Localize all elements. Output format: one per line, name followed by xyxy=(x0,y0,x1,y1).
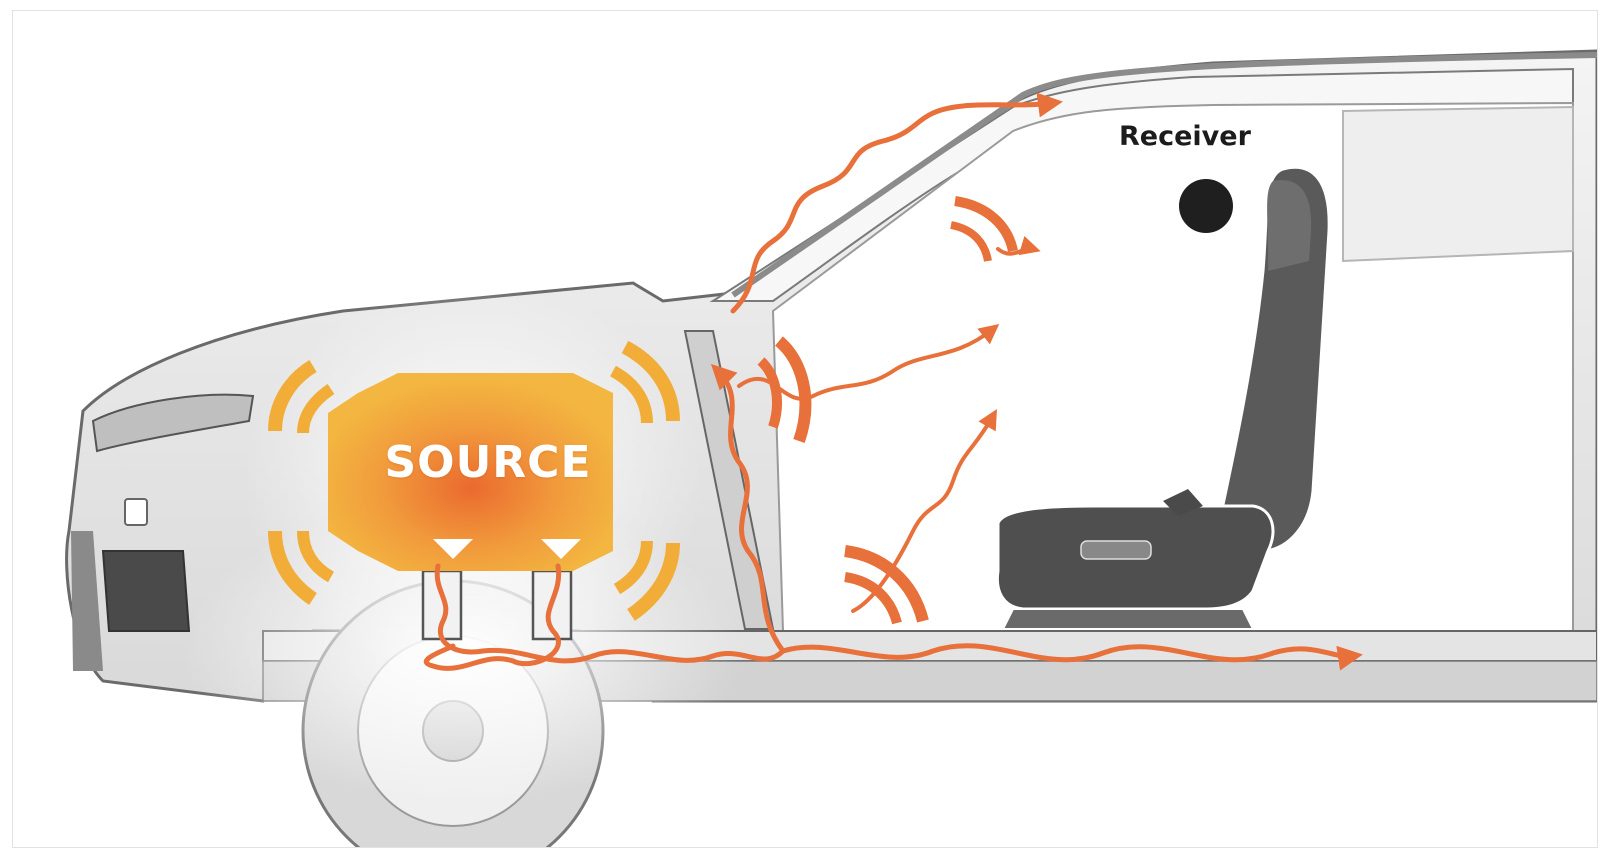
roof-path-arrow-icon xyxy=(730,92,1063,314)
car-seat-icon xyxy=(995,165,1331,630)
airborne-paths xyxy=(737,235,1041,613)
arrow-icon xyxy=(737,324,1000,401)
sound-wave-icon xyxy=(609,340,680,424)
sound-wave-icon xyxy=(268,359,335,434)
source-sound-waves xyxy=(268,340,680,621)
car-cutaway-illustration xyxy=(65,49,1597,847)
arrow-icon xyxy=(996,235,1041,256)
arrow-icon xyxy=(851,409,997,613)
pillar-path-arrow-icon xyxy=(710,363,786,654)
receiver-dot-icon xyxy=(1179,179,1233,233)
source-label: SOURCE xyxy=(384,437,592,488)
source-block xyxy=(328,373,613,571)
structural-paths xyxy=(423,92,1363,671)
noise-path-diagram: SOURCE Receiver xyxy=(12,10,1598,848)
sound-wave-icon xyxy=(613,540,680,621)
sound-wave-icon xyxy=(268,530,335,605)
mount-arrow-left-icon xyxy=(433,539,473,559)
sound-wave-icon xyxy=(757,336,812,443)
emblem-plate xyxy=(124,498,148,526)
mount-arrow-right-icon xyxy=(541,539,581,559)
sound-wave-icon xyxy=(950,196,1018,262)
cabin-sound-waves xyxy=(757,196,1018,625)
receiver-label: Receiver xyxy=(1119,121,1251,152)
sound-wave-icon xyxy=(844,545,929,625)
floor-path-arrow-icon xyxy=(780,643,1363,671)
